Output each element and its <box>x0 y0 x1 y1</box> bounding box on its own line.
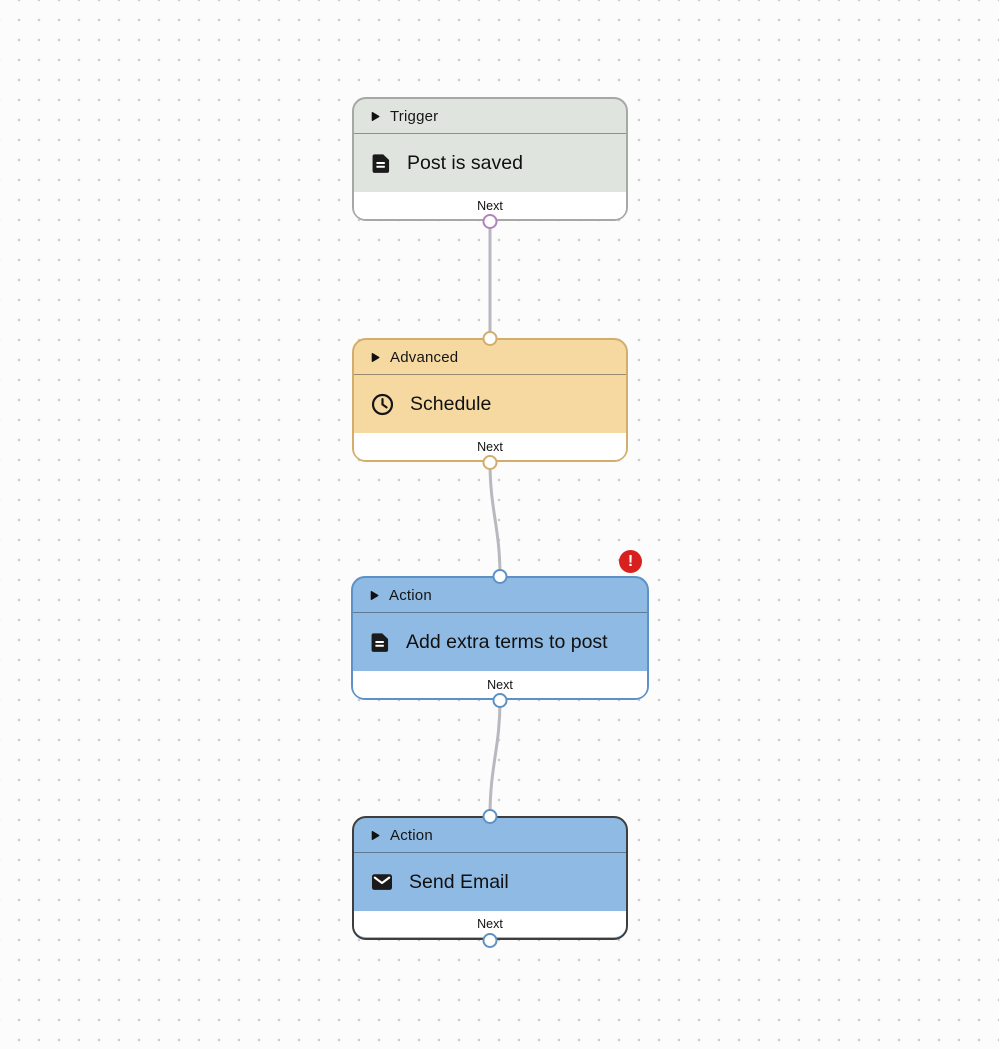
email-icon <box>370 870 394 894</box>
node-body[interactable]: Schedule <box>354 375 626 433</box>
disclosure-triangle-icon[interactable] <box>371 111 380 122</box>
input-port[interactable] <box>482 330 498 346</box>
node-body[interactable]: Post is saved <box>354 134 626 192</box>
document-icon <box>370 152 392 175</box>
output-port[interactable] <box>482 213 498 229</box>
workflow-node-trigger[interactable]: Trigger Post is saved Next <box>352 97 628 229</box>
disclosure-triangle-icon[interactable] <box>371 352 380 363</box>
node-category-label: Advanced <box>390 348 459 366</box>
input-port[interactable] <box>482 808 498 824</box>
node-category-label: Action <box>390 826 433 844</box>
document-icon <box>369 631 391 654</box>
input-port[interactable] <box>492 568 508 584</box>
error-badge-icon[interactable]: ! <box>619 550 642 573</box>
node-title: Post is saved <box>407 151 523 174</box>
next-port-label: Next <box>487 677 513 692</box>
workflow-node-add-extra-terms[interactable]: ! Action Add extra terms to post Next <box>351 550 649 708</box>
next-port-label: Next <box>477 439 503 454</box>
workflow-node-send-email[interactable]: Action Send Email Next <box>352 808 628 948</box>
node-title: Schedule <box>410 392 492 415</box>
node-header[interactable]: Trigger <box>354 99 626 134</box>
node-header[interactable]: Advanced <box>354 340 626 375</box>
node-title: Add extra terms to post <box>406 630 608 653</box>
output-port[interactable] <box>482 932 498 948</box>
next-port-label: Next <box>477 917 503 931</box>
node-category-label: Action <box>389 586 432 604</box>
node-body[interactable]: Add extra terms to post <box>353 613 647 671</box>
node-category-label: Trigger <box>390 107 439 125</box>
node-header[interactable]: Action <box>354 818 626 853</box>
clock-icon <box>370 392 395 417</box>
next-port-label: Next <box>477 198 503 213</box>
node-body[interactable]: Send Email <box>354 853 626 911</box>
edge-advanced-to-action1[interactable] <box>488 460 502 578</box>
edge-action1-to-action2[interactable] <box>488 698 502 818</box>
disclosure-triangle-icon[interactable] <box>370 590 379 601</box>
disclosure-triangle-icon[interactable] <box>371 830 380 841</box>
workflow-node-schedule[interactable]: Advanced Schedule Next <box>352 330 628 470</box>
output-port[interactable] <box>482 454 498 470</box>
output-port[interactable] <box>492 692 508 708</box>
node-header[interactable]: Action <box>353 578 647 613</box>
node-title: Send Email <box>409 870 509 893</box>
